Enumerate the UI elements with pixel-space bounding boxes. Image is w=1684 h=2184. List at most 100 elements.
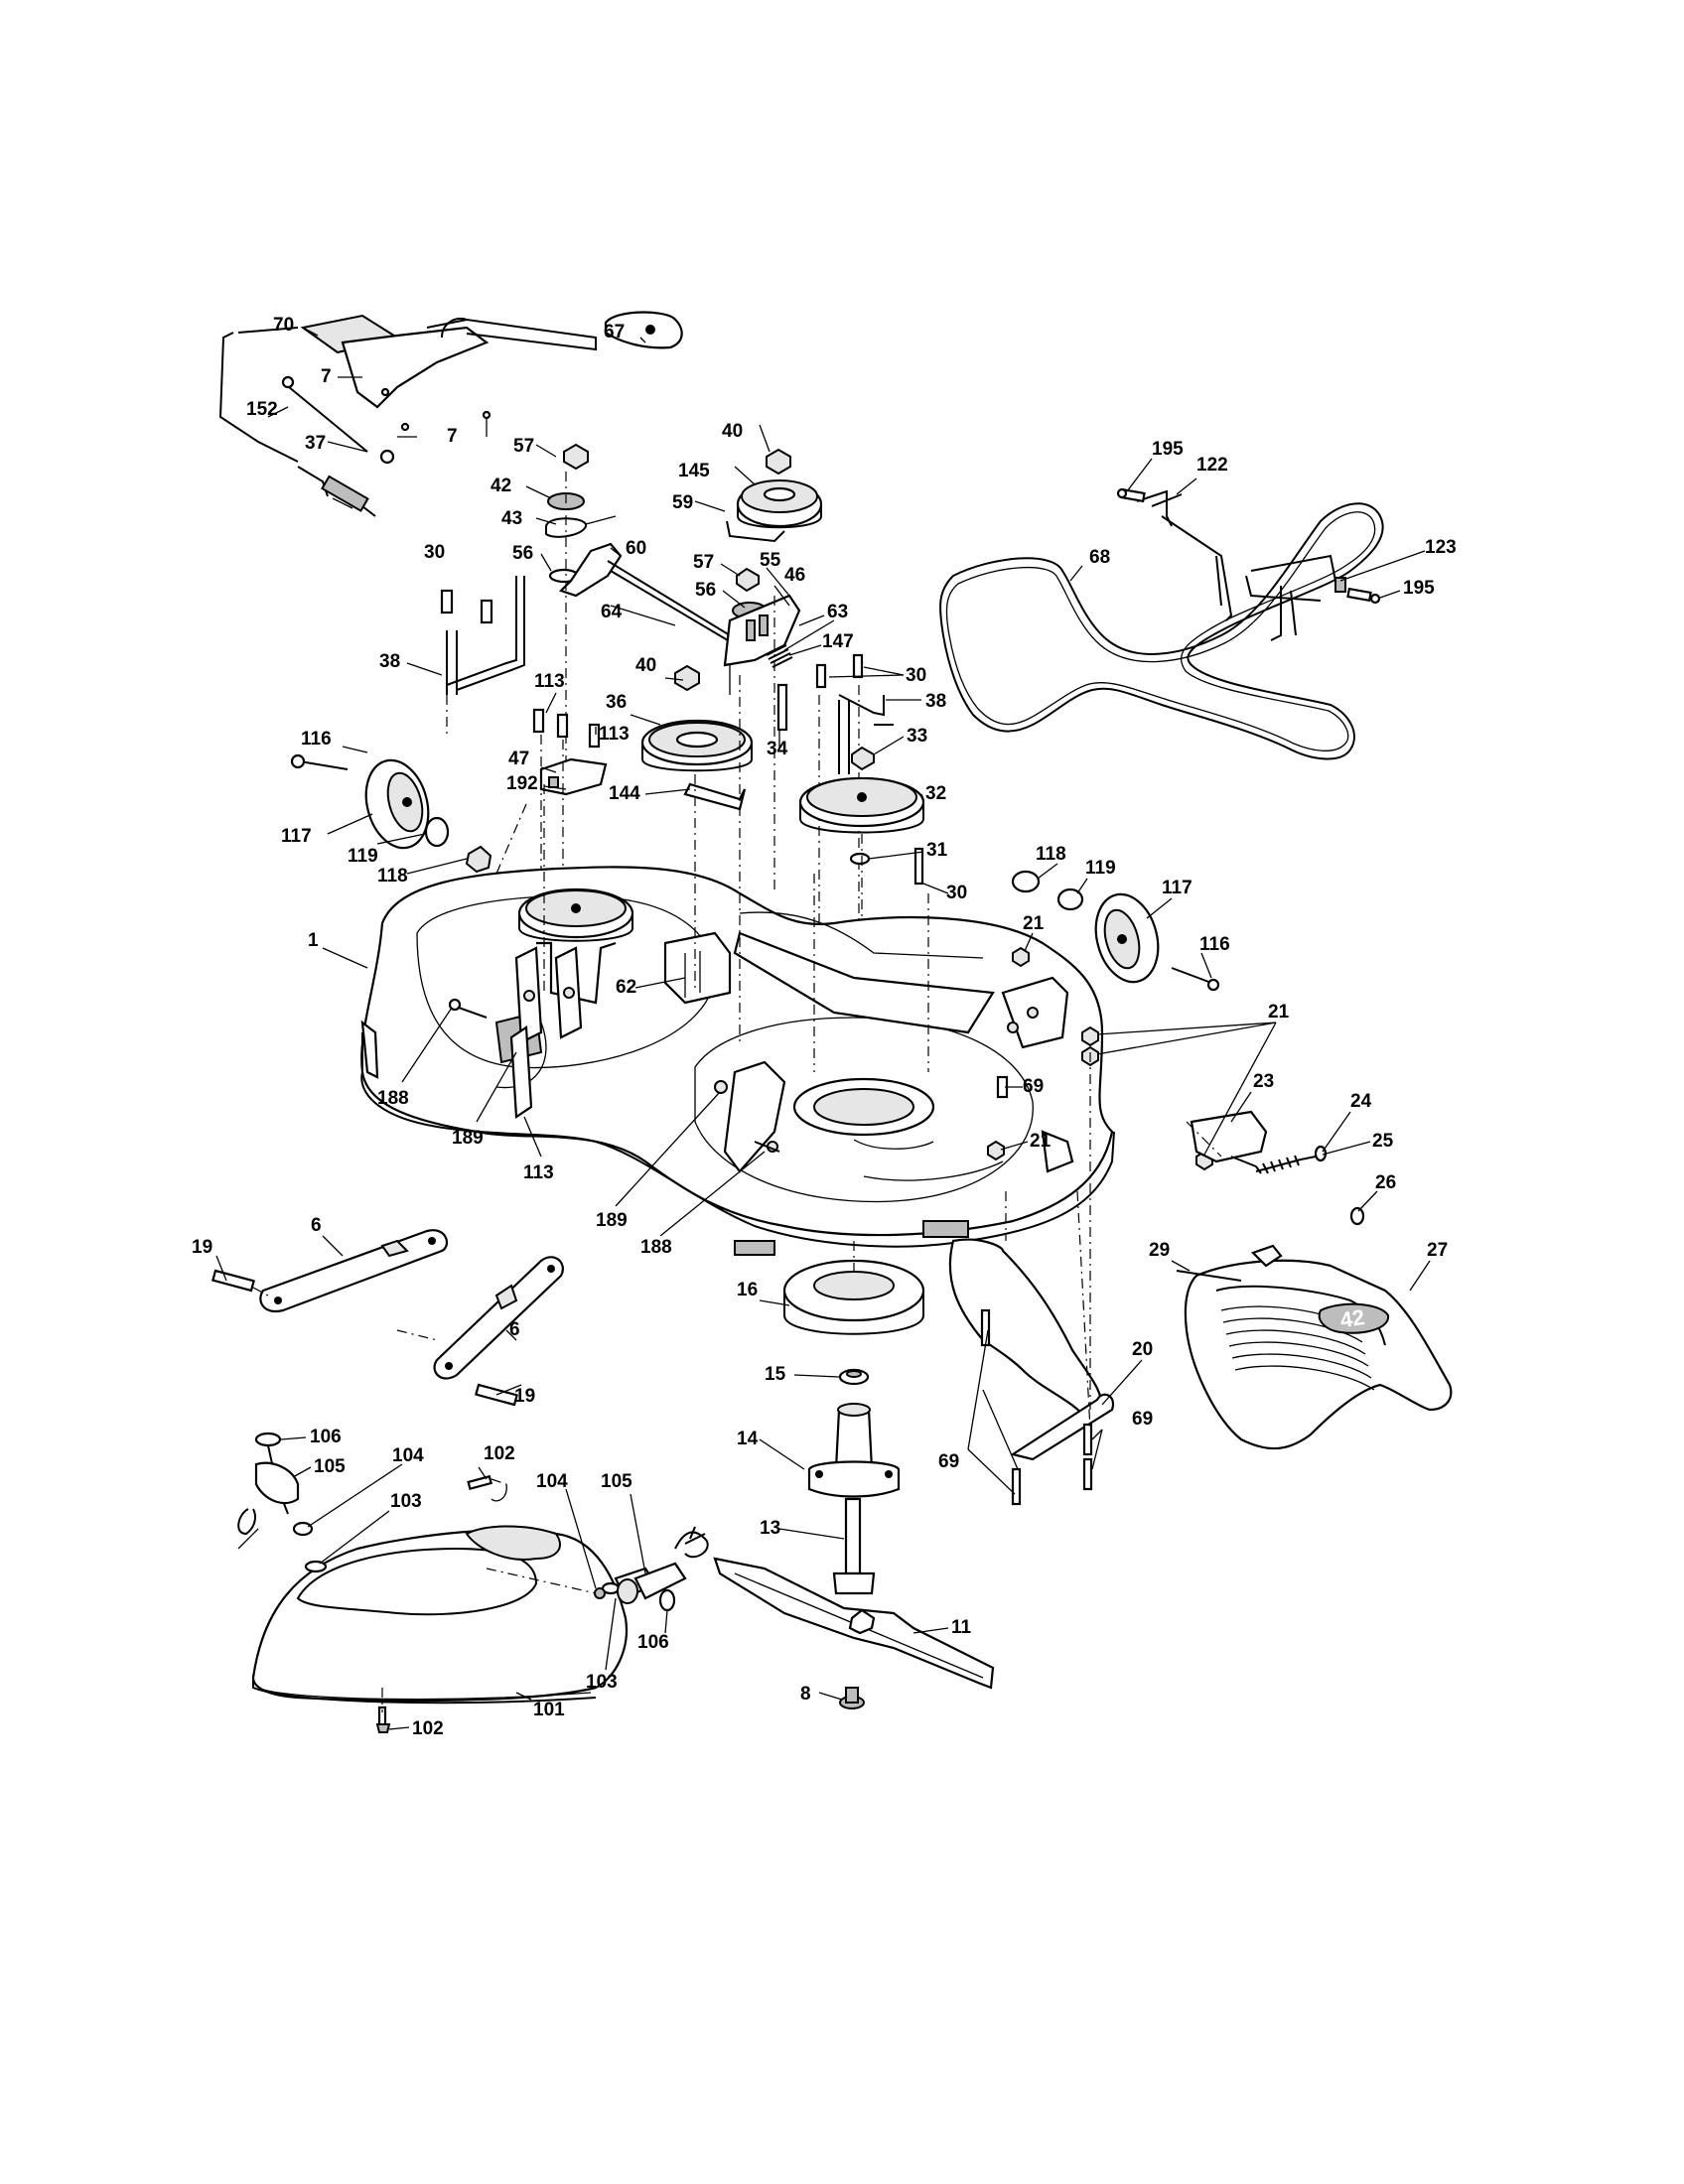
label-195: 195 bbox=[1152, 439, 1184, 460]
label-69: 69 bbox=[1023, 1076, 1044, 1097]
label-119: 119 bbox=[348, 846, 378, 867]
label-62: 62 bbox=[616, 977, 636, 998]
label-8: 8 bbox=[800, 1684, 811, 1705]
lift-handle-knob bbox=[604, 311, 683, 349]
idler-bracket-assembly bbox=[723, 567, 835, 695]
label-21: 21 bbox=[1023, 913, 1045, 934]
label-31: 31 bbox=[926, 840, 948, 861]
deck-rear-skid-arm bbox=[948, 1052, 1115, 1506]
label-40: 40 bbox=[722, 421, 743, 442]
label-21: 21 bbox=[1268, 1002, 1290, 1023]
label-30: 30 bbox=[424, 542, 445, 563]
label-43: 43 bbox=[501, 508, 522, 529]
label-123: 123 bbox=[1425, 537, 1457, 558]
label-6: 6 bbox=[509, 1319, 520, 1340]
deck-stabilizer-arm-top bbox=[211, 1229, 449, 1313]
label-195: 195 bbox=[1403, 578, 1435, 599]
label-27: 27 bbox=[1427, 1240, 1448, 1261]
belt-guide-bracket bbox=[663, 931, 732, 1005]
deck-pulley-right bbox=[776, 683, 925, 993]
label-188: 188 bbox=[640, 1237, 672, 1258]
belt-guide-assembly bbox=[1116, 487, 1381, 641]
label-57: 57 bbox=[693, 552, 714, 573]
label-42: 42 bbox=[491, 476, 511, 496]
label-116: 116 bbox=[301, 729, 332, 750]
label-32: 32 bbox=[925, 783, 946, 804]
gauge-wheel-right bbox=[1011, 870, 1220, 992]
part-labels: 70 67 7 7 152 37 40 57 145 42 59 43 56 6… bbox=[192, 315, 1457, 1739]
label-6: 6 bbox=[311, 1215, 322, 1236]
deck-mount-bracket-center bbox=[714, 1060, 786, 1173]
label-21: 21 bbox=[1030, 1131, 1052, 1152]
label-145: 145 bbox=[678, 461, 710, 481]
label-33: 33 bbox=[907, 726, 927, 747]
label-147: 147 bbox=[822, 631, 854, 652]
mower-deck bbox=[360, 866, 1115, 1256]
spindle-assembly bbox=[782, 1241, 925, 1595]
label-19: 19 bbox=[514, 1386, 535, 1407]
label-144: 144 bbox=[609, 783, 640, 804]
label-189: 189 bbox=[452, 1128, 484, 1149]
label-68: 68 bbox=[1089, 547, 1110, 568]
label-117: 117 bbox=[281, 826, 312, 847]
label-25: 25 bbox=[1372, 1131, 1394, 1152]
label-57: 57 bbox=[513, 436, 534, 457]
idler-pulley-flat bbox=[640, 664, 754, 811]
label-106: 106 bbox=[310, 1427, 342, 1447]
mulch-cover-assembly bbox=[237, 1432, 709, 1733]
label-119: 119 bbox=[1085, 858, 1116, 879]
label-30: 30 bbox=[946, 883, 967, 903]
label-105: 105 bbox=[314, 1456, 346, 1477]
chute-logo-text: 42 bbox=[1338, 1304, 1366, 1332]
label-113: 113 bbox=[599, 724, 630, 745]
label-103: 103 bbox=[390, 1491, 422, 1512]
deck-hanger-bracket-left bbox=[440, 576, 525, 735]
label-102: 102 bbox=[484, 1443, 515, 1464]
label-122: 122 bbox=[1196, 455, 1228, 476]
label-69: 69 bbox=[938, 1451, 959, 1472]
label-20: 20 bbox=[1132, 1339, 1153, 1360]
pulley-bracket-assembly bbox=[532, 708, 608, 993]
label-105: 105 bbox=[601, 1471, 632, 1492]
label-152: 152 bbox=[246, 399, 278, 420]
label-26: 26 bbox=[1375, 1172, 1396, 1193]
label-113: 113 bbox=[534, 671, 565, 692]
label-188: 188 bbox=[377, 1088, 409, 1109]
label-7: 7 bbox=[447, 426, 458, 447]
deck-stabilizer-arm-bottom bbox=[396, 1256, 564, 1407]
label-102: 102 bbox=[412, 1718, 444, 1739]
label-104: 104 bbox=[536, 1471, 568, 1492]
label-60: 60 bbox=[626, 538, 646, 559]
label-192: 192 bbox=[506, 773, 538, 794]
label-56: 56 bbox=[512, 543, 533, 564]
label-38: 38 bbox=[925, 691, 946, 712]
label-118: 118 bbox=[377, 866, 408, 887]
label-118: 118 bbox=[1036, 844, 1066, 865]
label-69: 69 bbox=[1132, 1409, 1153, 1430]
deck-hanger-bracket-right bbox=[815, 653, 894, 1032]
label-103: 103 bbox=[586, 1672, 618, 1693]
label-7: 7 bbox=[321, 366, 332, 387]
label-30: 30 bbox=[906, 665, 926, 686]
idler-pulley-top bbox=[726, 448, 823, 543]
label-24: 24 bbox=[1350, 1091, 1372, 1112]
label-40: 40 bbox=[635, 655, 656, 676]
label-19: 19 bbox=[192, 1237, 212, 1258]
label-13: 13 bbox=[760, 1518, 780, 1539]
label-29: 29 bbox=[1149, 1240, 1170, 1261]
label-106: 106 bbox=[637, 1632, 669, 1653]
label-101: 101 bbox=[533, 1700, 565, 1720]
label-23: 23 bbox=[1253, 1071, 1274, 1092]
label-104: 104 bbox=[392, 1445, 424, 1466]
deck-drive-belt bbox=[939, 502, 1384, 760]
label-63: 63 bbox=[827, 602, 848, 622]
leader-lines bbox=[215, 327, 1431, 1730]
deck-pulley-left bbox=[448, 887, 634, 1119]
label-189: 189 bbox=[596, 1210, 628, 1231]
label-37: 37 bbox=[305, 433, 326, 454]
label-59: 59 bbox=[672, 492, 693, 513]
label-55: 55 bbox=[760, 550, 781, 571]
label-38: 38 bbox=[379, 651, 400, 672]
label-46: 46 bbox=[784, 565, 805, 586]
